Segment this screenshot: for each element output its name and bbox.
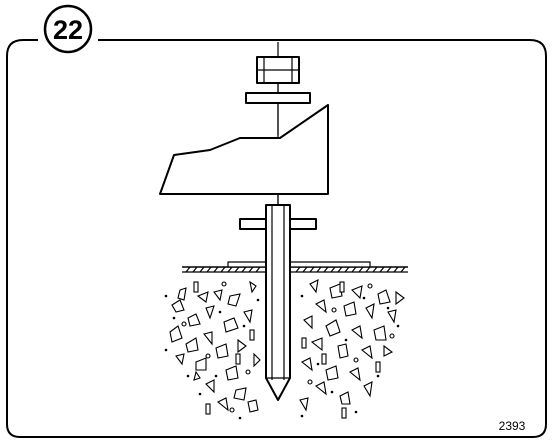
equipment-foot: [159, 104, 329, 195]
anchor-bolt-sleeve: [265, 204, 291, 401]
figure-id: 2393: [499, 419, 526, 433]
step-badge-circle: [43, 4, 93, 54]
concrete-aggregate-right: [299, 279, 405, 419]
floor-surface: [182, 261, 408, 273]
concrete-aggregate-left: [164, 280, 261, 420]
step-number: 22: [53, 15, 83, 45]
frame-border: [6, 39, 547, 438]
hex-nut: [256, 56, 300, 84]
washer: [245, 92, 311, 104]
step-badge: 22: [43, 4, 93, 54]
